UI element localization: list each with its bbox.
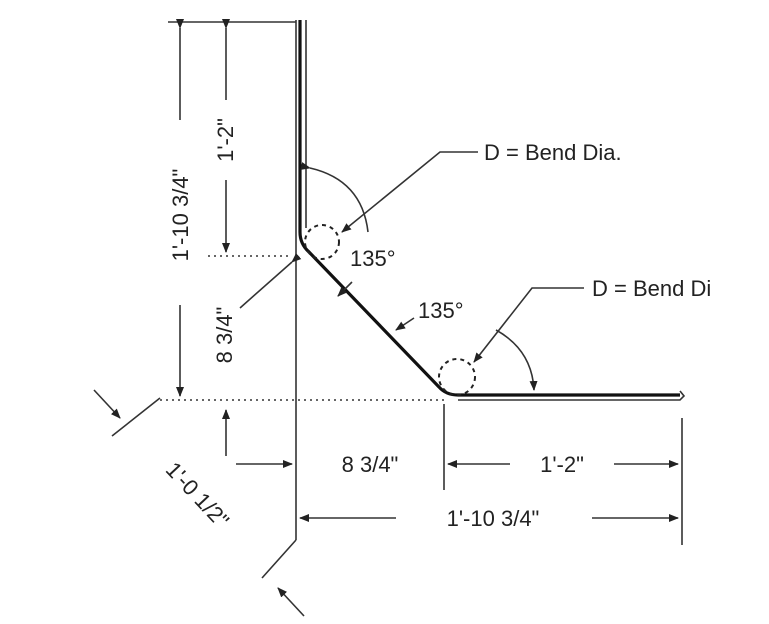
rebar-shape [295,20,686,401]
dim-vertical-total: 1'-10 3/4" [168,19,193,397]
angle-upper: 135° [300,162,396,297]
dim-diagonal-label: 1'-0 1/2" [161,457,234,533]
angle-lower-label: 135° [418,298,464,323]
dim-horizontal-mid-label: 8 3/4" [342,452,399,477]
dim-vertical-upper: 1'-2" [213,19,238,253]
bend-circle-lower [438,358,476,396]
angle-lower: 135° [395,298,538,391]
dim-diagonal: 1'-0 1/2" [93,389,305,617]
dim-vertical-total-label: 1'-10 3/4" [168,169,193,262]
dim-vertical-lower: 8 3/4" [212,253,302,456]
dim-horizontal-total-label: 1'-10 3/4" [447,506,540,531]
annotation-bend-upper-label: D = Bend Dia. [484,140,622,165]
dim-horizontal-total: 1'-10 3/4" [299,506,679,531]
annotation-bend-lower: D = Bend Di [473,276,711,363]
dim-vertical-lower-label: 8 3/4" [212,307,237,364]
bend-circle-upper [304,224,340,260]
annotation-bend-upper: D = Bend Dia. [341,140,622,233]
dim-vertical-upper-label: 1'-2" [213,118,238,162]
extension-lines [160,21,683,545]
dim-horizontal-right-label: 1'-2" [540,452,584,477]
angle-upper-label: 135° [350,246,396,271]
dim-horizontal-right: 1'-2" [447,452,679,477]
annotation-bend-lower-label: D = Bend Di [592,276,711,301]
dim-horizontal-mid: 8 3/4" [236,452,398,477]
